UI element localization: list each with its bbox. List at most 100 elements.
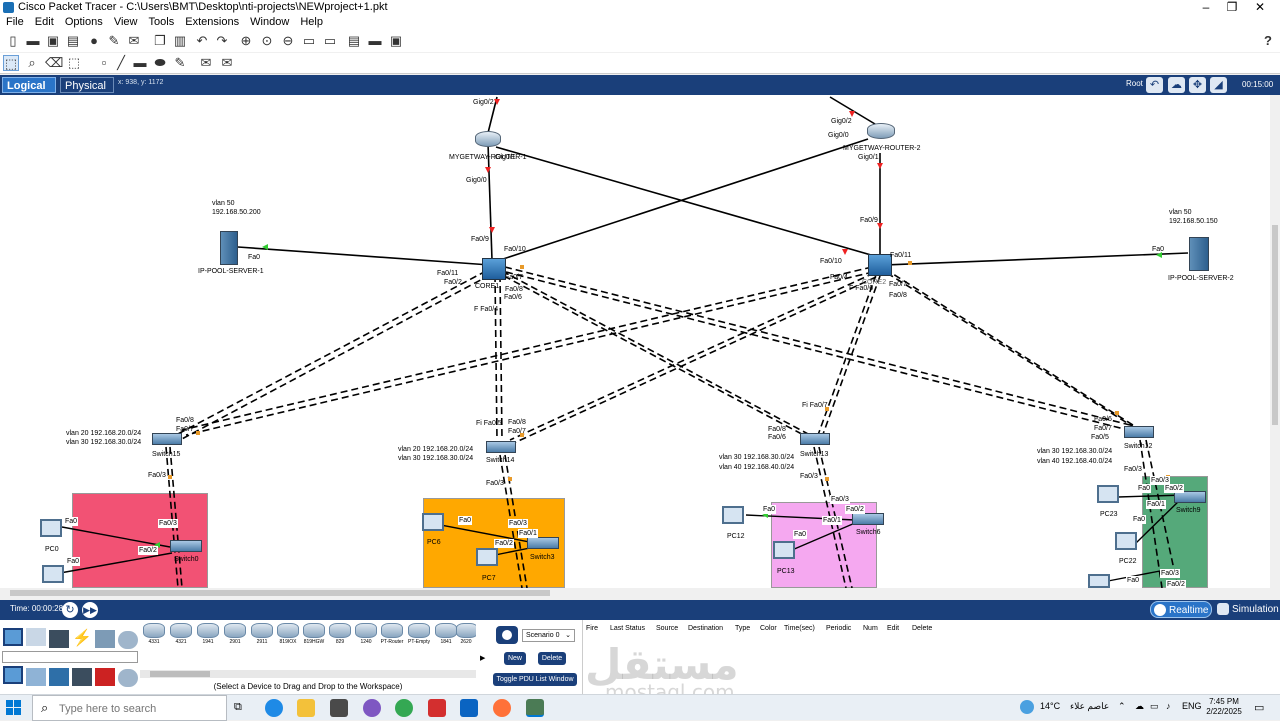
- zoom-in-icon[interactable]: ⊕: [240, 33, 252, 48]
- delete-scenario-button[interactable]: Delete: [538, 652, 566, 665]
- copilot-icon[interactable]: [363, 699, 381, 717]
- vertical-scrollbar[interactable]: [1270, 95, 1280, 588]
- pc-icon[interactable]: [40, 519, 62, 537]
- select-icon[interactable]: ⬚: [3, 55, 19, 71]
- tab-logical[interactable]: Logical: [2, 77, 56, 93]
- complex-pdu-icon[interactable]: ✉: [221, 55, 233, 70]
- packet-tracer-icon[interactable]: [526, 699, 544, 717]
- image-icon[interactable]: ▣: [389, 33, 403, 48]
- copy-icon[interactable]: ❐: [154, 33, 166, 48]
- volume-icon[interactable]: ♪: [1166, 701, 1171, 711]
- inspect-icon[interactable]: ⌕: [28, 55, 36, 70]
- power-cycle-icon[interactable]: ↻: [62, 602, 78, 618]
- undo-icon[interactable]: ↶: [196, 33, 208, 48]
- scenario-select[interactable]: Scenario 0⌄: [522, 629, 575, 642]
- device-search-field[interactable]: [2, 651, 138, 663]
- model-tile[interactable]: PT-Empty: [407, 623, 431, 649]
- cloud-icon[interactable]: ☁: [1135, 701, 1144, 711]
- new-scenario-button[interactable]: New: [504, 652, 526, 665]
- notification-icon[interactable]: ▭: [1254, 702, 1265, 714]
- menu-help[interactable]: Help: [300, 16, 323, 28]
- router-icon[interactable]: [867, 123, 895, 139]
- cluster-icon[interactable]: ☁: [1168, 77, 1185, 93]
- draw-line-icon[interactable]: ╱: [117, 55, 125, 70]
- zoom-out-icon[interactable]: ⊖: [282, 33, 294, 48]
- close-button[interactable]: ✕: [1254, 0, 1266, 14]
- navigation-icon[interactable]: ✥: [1189, 77, 1206, 93]
- outlook-icon[interactable]: [460, 699, 478, 717]
- model-tile[interactable]: 4331: [142, 623, 166, 649]
- network-devices-icon[interactable]: [3, 628, 23, 646]
- switch-icon[interactable]: [527, 537, 559, 549]
- hubs-icon[interactable]: [49, 668, 69, 686]
- server-icon[interactable]: [1189, 237, 1209, 271]
- network-info-icon[interactable]: ✎: [108, 33, 120, 48]
- menu-view[interactable]: View: [113, 16, 138, 28]
- collapse-arrow-icon[interactable]: ▶: [480, 655, 486, 662]
- switch-icon[interactable]: [170, 540, 202, 552]
- switch-icon[interactable]: [1124, 426, 1154, 438]
- multilayer-switch-icon[interactable]: [868, 254, 892, 276]
- print-icon[interactable]: ▤: [66, 33, 80, 48]
- back-icon[interactable]: ↶: [1146, 77, 1163, 93]
- resize-shape-icon[interactable]: ⬚: [67, 55, 81, 70]
- redo-icon[interactable]: ↷: [216, 33, 228, 48]
- pc-icon[interactable]: [422, 513, 444, 531]
- task-view-icon[interactable]: ⧉: [234, 701, 242, 713]
- store-icon[interactable]: [330, 699, 348, 717]
- model-tile[interactable]: 819HGW: [302, 623, 326, 649]
- open-folder-icon[interactable]: ▬: [26, 33, 40, 48]
- connections-icon[interactable]: ⚡: [72, 630, 92, 647]
- models-scrollbar[interactable]: [140, 670, 476, 678]
- pc-icon[interactable]: [722, 506, 744, 524]
- model-tile[interactable]: 2620: [456, 623, 476, 649]
- clock-date[interactable]: 2/22/2025: [1206, 707, 1242, 716]
- model-tile[interactable]: 2901: [223, 623, 247, 649]
- pc-icon[interactable]: [1097, 485, 1119, 503]
- help-icon[interactable]: ?: [1264, 33, 1272, 48]
- pc-icon[interactable]: [42, 565, 64, 583]
- menu-file[interactable]: File: [6, 16, 24, 28]
- info-icon[interactable]: ●: [90, 33, 98, 48]
- draw-ellipse-icon[interactable]: ⬬: [154, 55, 166, 70]
- weather-icon[interactable]: [1020, 700, 1034, 714]
- taskbar-search[interactable]: ⌕: [32, 695, 227, 721]
- acrobat-icon[interactable]: [428, 699, 446, 717]
- multilayer-switch-icon[interactable]: [482, 258, 506, 280]
- custom-devices-icon[interactable]: ▭: [323, 33, 337, 48]
- components-icon[interactable]: [49, 630, 69, 648]
- router-icon[interactable]: [475, 131, 501, 147]
- simple-pdu-icon[interactable]: ✉: [200, 55, 212, 70]
- misc-icon[interactable]: [95, 630, 115, 648]
- delete-icon[interactable]: ⌫: [45, 55, 64, 70]
- minimize-button[interactable]: –: [1202, 0, 1210, 14]
- notes-icon[interactable]: ▤: [347, 33, 361, 48]
- place-note-icon[interactable]: ▫: [101, 55, 107, 70]
- paste-icon[interactable]: ▥: [173, 33, 187, 48]
- save-icon[interactable]: ▣: [46, 33, 60, 48]
- menu-edit[interactable]: Edit: [34, 16, 54, 28]
- model-tile[interactable]: PT-Router: [380, 623, 404, 649]
- horizontal-scrollbar[interactable]: [0, 588, 1270, 598]
- model-tile[interactable]: 4321: [169, 623, 193, 649]
- menu-options[interactable]: Options: [64, 16, 103, 28]
- model-tile[interactable]: 2911: [250, 623, 274, 649]
- weather-temp[interactable]: 14°C: [1040, 701, 1061, 711]
- model-tile[interactable]: 819IOX: [276, 623, 300, 649]
- edge-icon[interactable]: [265, 699, 283, 717]
- end-devices-icon[interactable]: [26, 628, 46, 646]
- switch-icon[interactable]: [486, 441, 516, 453]
- chrome-icon[interactable]: [395, 699, 413, 717]
- freeform-icon[interactable]: ✎: [174, 55, 186, 70]
- model-tile[interactable]: 1841: [434, 623, 458, 649]
- wireless-icon[interactable]: [72, 668, 92, 686]
- scroll-thumb[interactable]: [1272, 225, 1278, 425]
- security-icon[interactable]: [95, 668, 115, 686]
- scroll-thumb[interactable]: [10, 590, 550, 596]
- draw-rectangle-icon[interactable]: ▬: [133, 55, 147, 70]
- viewport-icon-2[interactable]: ◢: [1210, 77, 1227, 93]
- pc-icon[interactable]: [1115, 532, 1137, 550]
- pc-icon[interactable]: [1088, 574, 1110, 588]
- chevron-up-icon[interactable]: ⌃: [1118, 701, 1126, 711]
- toggle-pdu-list-button[interactable]: Toggle PDU List Window: [493, 673, 577, 686]
